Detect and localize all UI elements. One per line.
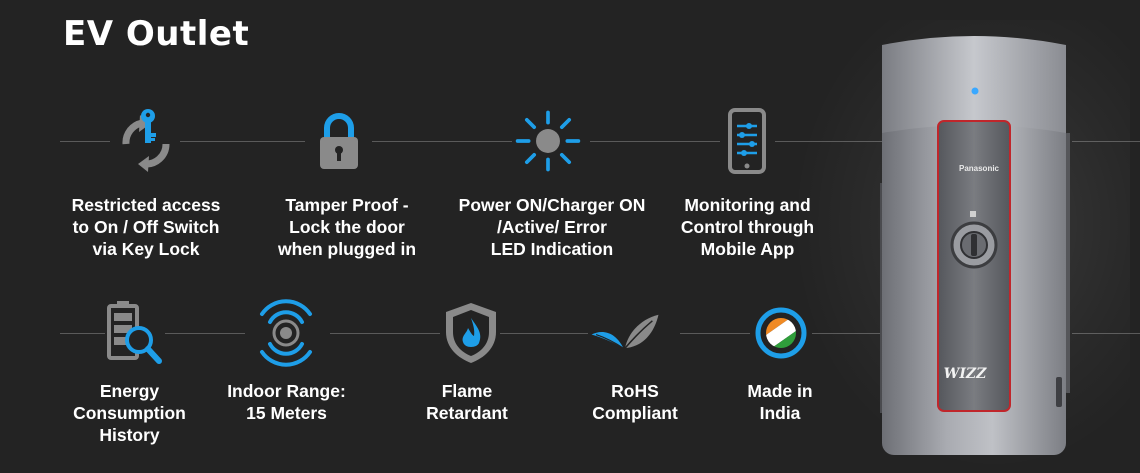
feature-label: Made in India	[747, 381, 812, 423]
feature-label: RoHS Compliant	[592, 381, 678, 423]
connector-line	[812, 333, 885, 334]
connector-line	[1072, 333, 1140, 334]
feature-label: Flame Retardant	[426, 381, 508, 423]
wireless-range-icon	[251, 298, 321, 368]
connector-line	[372, 141, 512, 142]
connector-line	[60, 141, 110, 142]
feature-label: Monitoring and Control through Mobile Ap…	[680, 195, 815, 259]
india-flag-icon	[746, 298, 816, 368]
key-lock-icon	[111, 106, 181, 176]
connector-line	[590, 141, 720, 142]
connector-line	[165, 333, 245, 334]
led-light-icon	[513, 106, 583, 176]
ev-outlet-device	[872, 33, 1074, 463]
connector-line	[500, 333, 588, 334]
padlock-icon	[304, 106, 374, 176]
page-title: EV Outlet	[63, 14, 250, 54]
leaf-icon	[590, 298, 660, 368]
device-brand-label: Panasonic	[958, 164, 999, 173]
connector-line	[60, 333, 105, 334]
energy-history-icon	[98, 298, 168, 368]
feature-label: Indoor Range: 15 Meters	[227, 381, 346, 423]
connector-line	[1072, 141, 1140, 142]
flame-shield-icon	[436, 298, 506, 368]
device-logo: WIZZ	[943, 366, 987, 382]
connector-line	[180, 141, 305, 142]
connector-line	[775, 141, 885, 142]
feature-label: Energy Consumption History	[73, 381, 186, 445]
connector-line	[680, 333, 750, 334]
feature-label: Power ON/Charger ON /Active/ Error LED I…	[458, 195, 646, 259]
feature-label: Tamper Proof - Lock the door when plugge…	[277, 195, 417, 259]
mobile-app-icon	[712, 106, 782, 176]
connector-line	[330, 333, 440, 334]
feature-label: Restricted access to On / Off Switch via…	[71, 195, 221, 259]
